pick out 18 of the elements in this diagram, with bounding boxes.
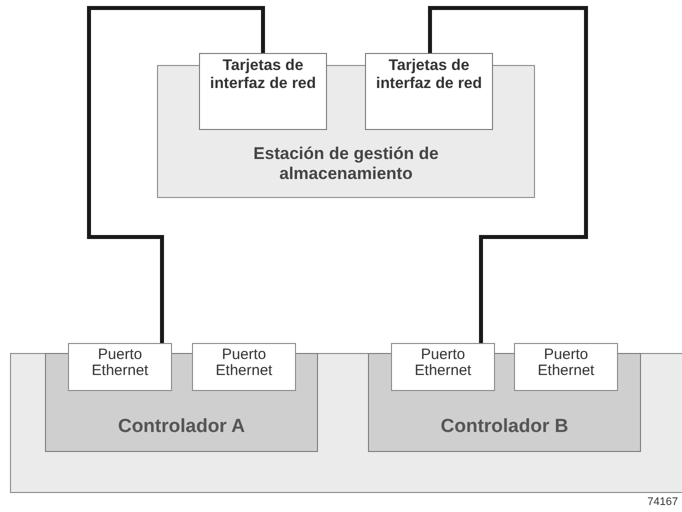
port-box — [192, 343, 296, 391]
controller-label: Controlador A — [116, 416, 246, 439]
card-box — [365, 53, 493, 130]
station-label: Estación de gestión de almacenamiento — [252, 144, 440, 185]
cable-line — [87, 6, 265, 343]
cable-line — [428, 6, 588, 343]
port-box — [68, 343, 172, 391]
port-label: Puerto Ethernet — [414, 347, 472, 378]
port-label: Puerto Ethernet — [536, 347, 596, 378]
card-label: Tarjetas de interfaz de red — [375, 57, 483, 94]
card-box — [199, 53, 327, 130]
port-box — [391, 343, 495, 391]
controller-label: Controlador B — [440, 416, 570, 439]
port-label: Puerto Ethernet — [214, 347, 274, 378]
port-label: Puerto Ethernet — [90, 347, 150, 378]
port-box — [514, 343, 618, 391]
figure-number: 74167 — [647, 496, 678, 508]
card-label: Tarjetas de interfaz de red — [209, 57, 317, 94]
